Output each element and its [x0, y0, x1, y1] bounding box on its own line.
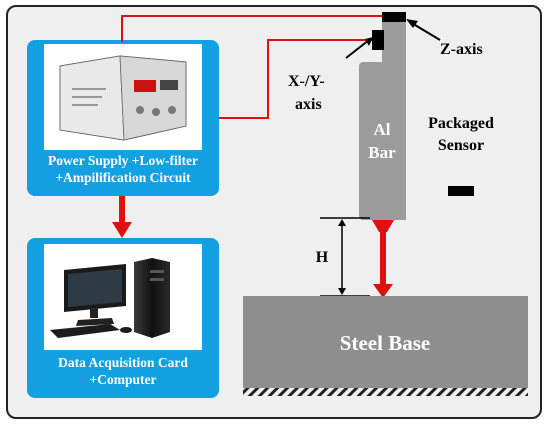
- al-bar-label-line1: Al: [374, 120, 391, 139]
- drop-direction-arrow: [373, 232, 393, 298]
- power-supply-label-line2: +Ampilification Circuit: [55, 170, 191, 185]
- z-axis-label: Z-axis: [440, 41, 483, 58]
- packaged-sensor-label-line2: Sensor: [438, 137, 484, 154]
- z-axis-sensor: [382, 12, 406, 22]
- packaged-sensor-label-line1: Packaged: [428, 115, 494, 132]
- xy-axis-pointer-arrow: [345, 37, 373, 59]
- xy-axis-label-line1: X-/Y-: [288, 73, 325, 90]
- computer-label-line2: +Computer: [89, 372, 157, 387]
- bar-tip-red-marker: [372, 220, 394, 232]
- power-supply-device-icon: [59, 55, 187, 141]
- height-label: H: [316, 249, 329, 266]
- power-supply-label: Power Supply +Low-filter +Ampilification…: [27, 152, 219, 186]
- steel-base-block: [243, 296, 528, 388]
- signal-wires: [121, 15, 384, 119]
- z-axis-pointer-arrow: [406, 19, 441, 41]
- computer-label: Data Acquisition Card +Computer: [27, 354, 219, 388]
- al-bar-label-line2: Bar: [368, 143, 396, 162]
- packaged-sensor-marker: [448, 186, 474, 196]
- steel-base-label: Steel Base: [340, 331, 430, 355]
- aluminum-bar: [359, 20, 406, 220]
- xy-axis-sensor: [372, 30, 384, 50]
- computer-label-line1: Data Acquisition Card: [58, 355, 188, 370]
- z-axis-wire: [121, 15, 384, 42]
- ground-hatch: [243, 388, 528, 396]
- xy-axis-label-line2: axis: [295, 96, 322, 113]
- power-supply-label-line1: Power Supply +Low-filter: [48, 153, 198, 168]
- desktop-computer-icon: [50, 258, 170, 338]
- power-to-computer-arrow: [112, 196, 132, 238]
- xy-axis-wire: [219, 39, 376, 119]
